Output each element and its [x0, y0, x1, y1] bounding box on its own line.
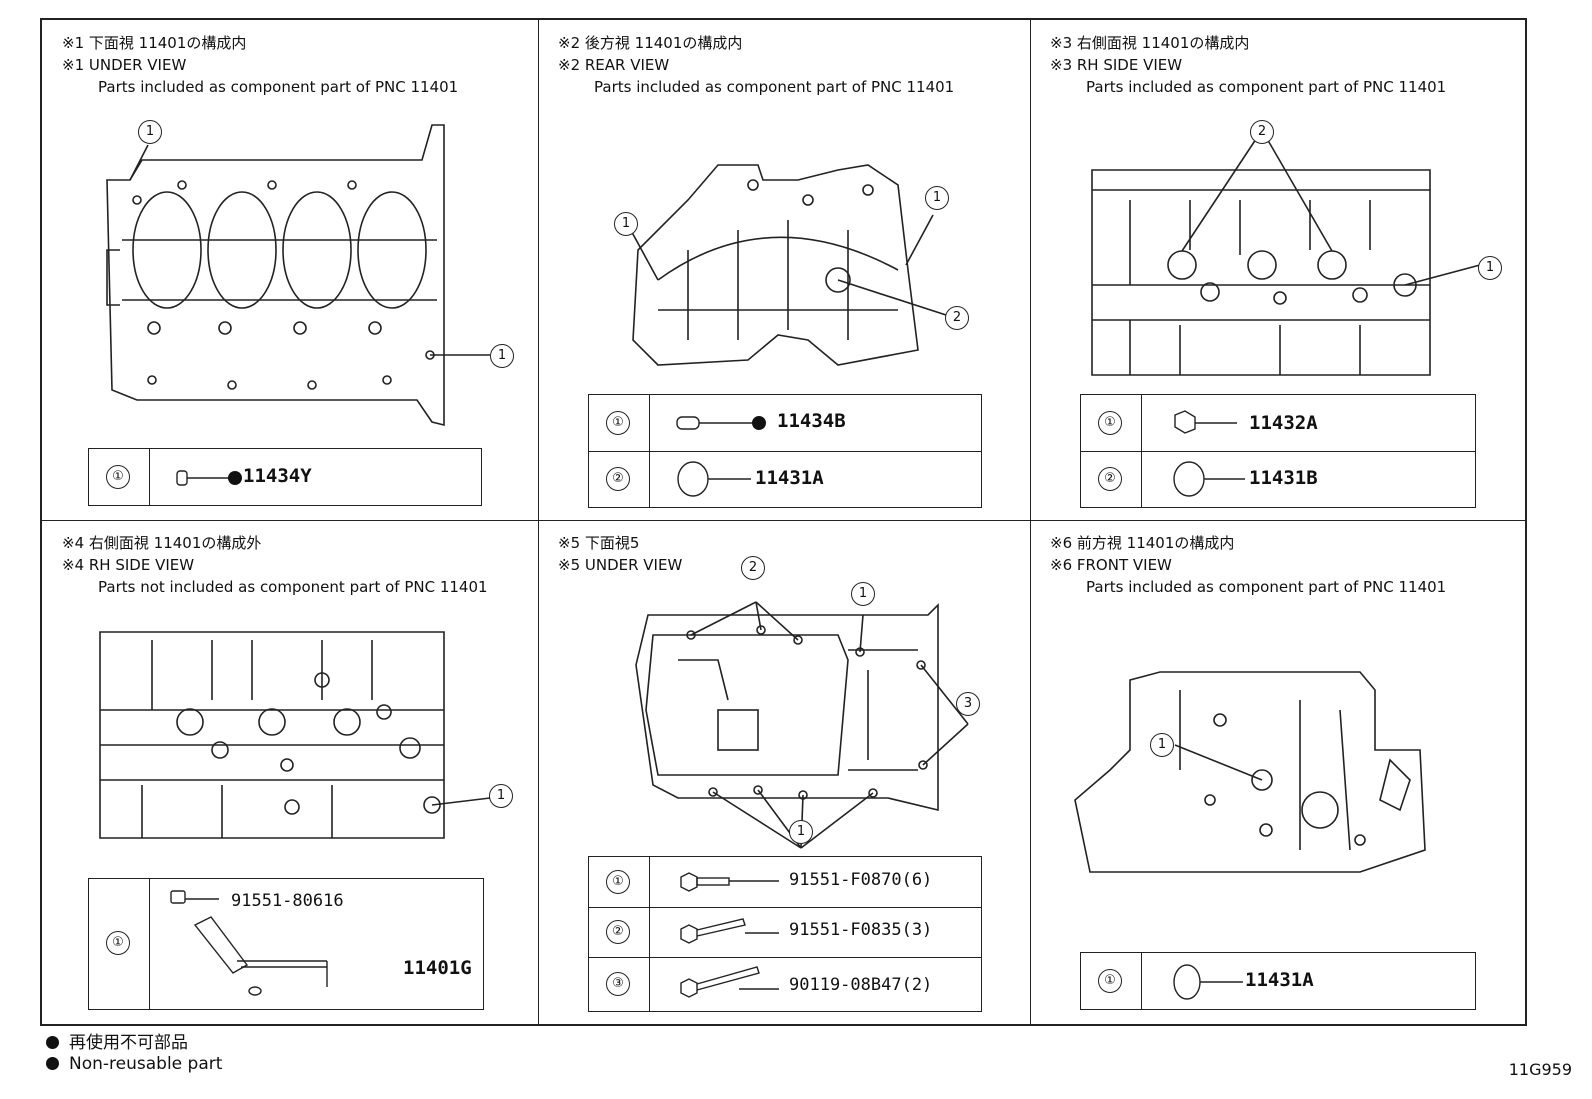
part-number: 91551-F0835(3)	[789, 920, 933, 940]
bolt-icon	[680, 872, 779, 892]
panel-title-jp: ※1 下面視 11401の構成内	[62, 34, 247, 52]
callout-1: 1	[1150, 733, 1174, 757]
legend-jp: 再使用不可部品	[46, 1028, 188, 1053]
part-number: 90119-08B47(2)	[789, 975, 933, 995]
panel-note: Parts included as component part of PNC …	[594, 78, 955, 96]
part-number: 11431A	[1245, 969, 1314, 991]
part-number: 11401G	[403, 957, 472, 979]
part-number: 11432A	[1249, 412, 1318, 434]
callout-1: 1	[614, 212, 638, 236]
parts-table: ① 91551-F0870(6) ② 91551-F0835(3) ③	[588, 856, 982, 1012]
engine-block-under-drawing	[106, 124, 490, 427]
legend-en: Non-reusable part	[46, 1054, 222, 1074]
plug-icon	[176, 470, 242, 486]
panel-note: Parts not included as component part of …	[98, 578, 488, 596]
parts-table: ① 11434B ② 11431A	[588, 394, 982, 508]
panel-under-view-1: ※1 下面視 11401の構成内 ※1 UNDER VIEW Parts inc…	[42, 20, 538, 520]
engine-block-rear-drawing	[627, 164, 947, 366]
divider	[538, 20, 539, 1024]
panel-front-view-6: ※6 前方視 11401の構成内 ※6 FRONT VIEW Parts inc…	[1030, 520, 1527, 1026]
panel-rh-side-view-3: ※3 右側面視 11401の構成内 ※3 RH SIDE VIEW Parts …	[1030, 20, 1527, 520]
callout-1: 1	[138, 120, 162, 144]
row-index: ③	[606, 972, 630, 996]
panel-title-jp: ※3 右側面視 11401の構成内	[1050, 34, 1250, 52]
part-number: 11434B	[777, 410, 846, 432]
panel-title-jp: ※4 右側面視 11401の構成外	[62, 534, 262, 552]
callout-1: 1	[489, 784, 513, 808]
panel-title-en: ※6 FRONT VIEW	[1050, 556, 1172, 574]
callout-2: 2	[945, 306, 969, 330]
callout-2: 2	[1250, 120, 1274, 144]
callout-1: 1	[490, 344, 514, 368]
row-index: ①	[106, 931, 130, 955]
row-index: ①	[106, 465, 130, 489]
panel-rh-side-view-4: ※4 右側面視 11401の構成外 ※4 RH SIDE VIEW Parts …	[42, 520, 538, 1026]
cap-icon	[677, 461, 751, 497]
non-reusable-dot-icon	[46, 1057, 59, 1070]
row-index: ②	[606, 467, 630, 491]
row-index: ①	[1098, 411, 1122, 435]
engine-block-front-drawing	[1074, 671, 1426, 873]
cap-icon	[1173, 461, 1245, 497]
panel-title-jp: ※5 下面視5	[558, 534, 640, 552]
callout-3: 3	[956, 692, 980, 716]
part-number: 11434Y	[243, 465, 312, 487]
bolt-icon	[680, 918, 779, 944]
panel-title-en: ※3 RH SIDE VIEW	[1050, 56, 1183, 74]
row-index: ①	[1098, 969, 1122, 993]
part-number: 91551-F0870(6)	[789, 870, 933, 890]
panel-title-en: ※2 REAR VIEW	[558, 56, 670, 74]
callout-1: 1	[851, 582, 875, 606]
callout-1: 1	[925, 186, 949, 210]
plug-icon	[676, 416, 766, 430]
part-number: 11431B	[1249, 467, 1318, 489]
panel-under-view-5: ※5 下面視5 ※5 UNDER VIEW 2 1 3 1	[538, 520, 1030, 1026]
sensor-bolt-icon	[170, 890, 328, 996]
panel-note: Parts included as component part of PNC …	[1086, 578, 1447, 596]
panel-title-jp: ※6 前方視 11401の構成内	[1050, 534, 1235, 552]
row-index: ①	[606, 411, 630, 435]
oil-pan-under-drawing	[635, 601, 969, 849]
engine-block-rh-drawing	[99, 631, 491, 839]
parts-table: ① 11434Y	[88, 448, 482, 506]
part-number: 11431A	[755, 467, 824, 489]
panel-title-en: ※5 UNDER VIEW	[558, 556, 683, 574]
row-index: ②	[1098, 467, 1122, 491]
parts-sheet: ※1 下面視 11401の構成内 ※1 UNDER VIEW Parts inc…	[40, 18, 1527, 1026]
panel-note: Parts included as component part of PNC …	[98, 78, 459, 96]
divider	[1030, 20, 1031, 1024]
panel-note: Parts included as component part of PNC …	[1086, 78, 1447, 96]
callout-1: 1	[789, 820, 813, 844]
callout-2: 2	[741, 556, 765, 580]
figure-id: 11G959	[1508, 1060, 1572, 1079]
row-index: ②	[606, 920, 630, 944]
divider	[42, 520, 1525, 521]
row-index: ①	[606, 870, 630, 894]
panel-title-jp: ※2 後方視 11401の構成内	[558, 34, 743, 52]
panel-title-en: ※1 UNDER VIEW	[62, 56, 187, 74]
panel-title-en: ※4 RH SIDE VIEW	[62, 556, 195, 574]
plug-icon	[1174, 410, 1237, 434]
non-reusable-dot-icon	[46, 1036, 59, 1049]
parts-table: ① 11432A ② 11431B	[1080, 394, 1476, 508]
part-number: 91551-80616	[231, 891, 344, 911]
cap-icon	[1173, 964, 1243, 1000]
panel-rear-view-2: ※2 後方視 11401の構成内 ※2 REAR VIEW Parts incl…	[538, 20, 1030, 520]
parts-table: ① 11431A	[1080, 952, 1476, 1010]
engine-block-rh-drawing	[1091, 129, 1481, 376]
parts-table: ① 91551-80616 11401G	[88, 878, 484, 1010]
callout-1: 1	[1478, 256, 1502, 280]
bolt-icon	[680, 966, 779, 998]
